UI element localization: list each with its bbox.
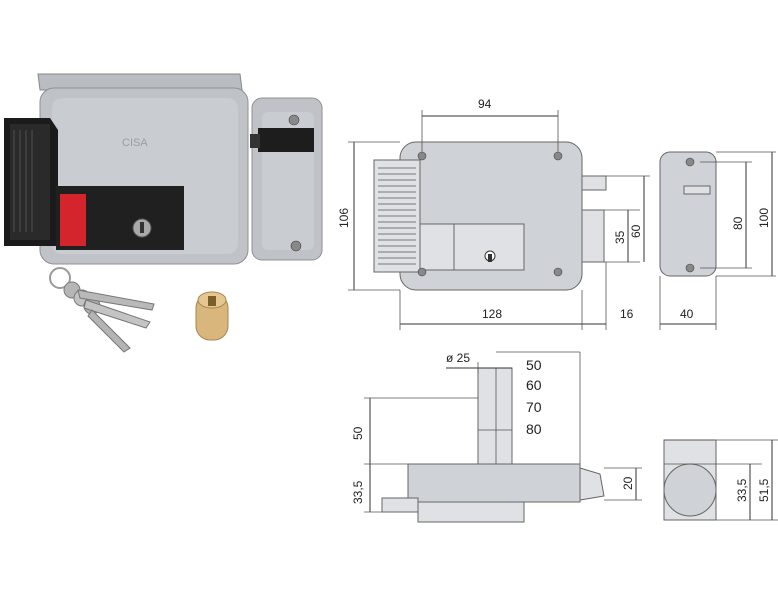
- dim-100: 100: [757, 208, 771, 228]
- dim-40: 40: [680, 307, 694, 321]
- dim-16: 16: [620, 307, 634, 321]
- dim-20: 20: [621, 476, 635, 490]
- dim-diameter: ø 25: [446, 351, 470, 365]
- keys-photo: [49, 267, 155, 353]
- dim-94: 94: [478, 97, 492, 111]
- lock-photo: CISA: [4, 73, 323, 265]
- dim-60: 60: [629, 224, 643, 238]
- cylinder-photo: [195, 291, 229, 341]
- cylinder-length-70: 70: [526, 399, 542, 415]
- dim-33-5: 33,5: [351, 480, 365, 504]
- brand-mark: CISA: [122, 137, 148, 149]
- dim-128: 128: [482, 307, 502, 321]
- dim-keeper-33-5: 33,5: [735, 478, 749, 502]
- dim-35: 35: [613, 230, 627, 244]
- dim-keeper-51-5: 51,5: [757, 478, 771, 502]
- bottom-view-drawing: ø 25 50 60 70 80 50 33,5 20 33,5 51,5: [351, 351, 778, 523]
- front-view-drawing: 94 106 128 16 35 60 80: [337, 97, 776, 330]
- dim-50: 50: [351, 426, 365, 440]
- cylinder-length-60: 60: [526, 377, 542, 393]
- dim-106: 106: [337, 208, 351, 228]
- cylinder-length-50: 50: [526, 357, 542, 373]
- cylinder-length-80: 80: [526, 421, 542, 437]
- dim-80: 80: [731, 216, 745, 230]
